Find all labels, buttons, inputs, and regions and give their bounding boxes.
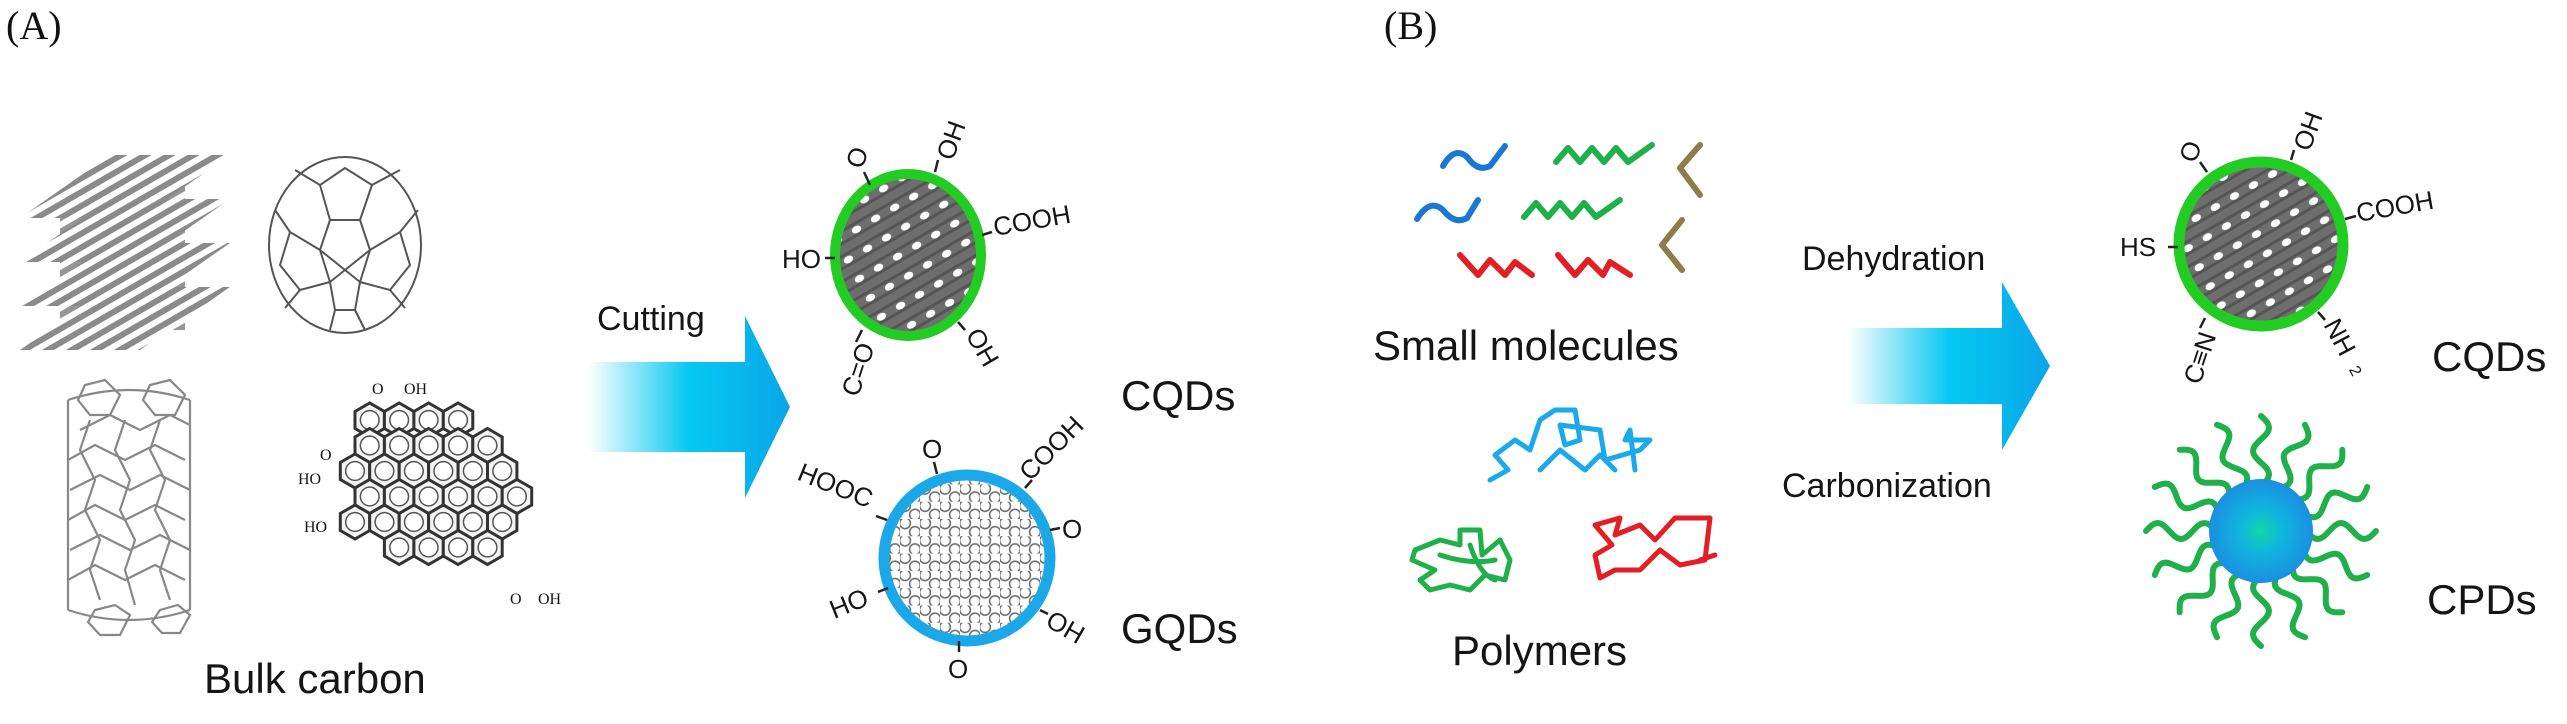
go-group-label: O (510, 591, 522, 608)
polymer-chain (2214, 421, 2251, 493)
polymer-chain (2275, 421, 2312, 493)
gqd-group-label: O (922, 434, 942, 464)
cqd-b-group-label: OH (2287, 107, 2329, 154)
gqd-particle: O COOH HOOC O HO OH O (794, 410, 1090, 684)
gqd-group-label: O (1062, 514, 1082, 544)
aromatic-ring (477, 537, 498, 558)
polymer-chain (2299, 545, 2371, 582)
cqd-a-group-label: COOH (991, 199, 1073, 242)
cqd-b-group-label: C≡N (2177, 328, 2222, 387)
cqd-a-group-label: C=O (835, 339, 880, 400)
fullerene-icon (268, 156, 422, 334)
cqds-label-b: CQDs (2432, 333, 2547, 380)
gqds-label: GQDs (1121, 605, 1238, 652)
aromatic-ring (418, 435, 439, 456)
panel-label-a: (A) (6, 3, 62, 48)
aromatic-ring (418, 486, 439, 507)
carbonization-label: Carbonization (1782, 467, 1992, 505)
polymer-chain (2210, 569, 2247, 641)
aromatic-ring (462, 511, 483, 533)
cpds-label: CPDs (2427, 576, 2537, 623)
go-group-label: HO (304, 519, 327, 536)
cqd-a-group-label: O (839, 143, 874, 172)
aromatic-ring (447, 409, 469, 431)
cqd-b-group-label: O (2173, 137, 2208, 166)
polymer-chain (2299, 484, 2371, 521)
small-molecules-label: Small molecules (1373, 322, 1679, 369)
aromatic-ring (389, 486, 410, 507)
aromatic-ring (418, 537, 439, 558)
aromatic-ring (403, 511, 424, 533)
polymer-chain (2249, 413, 2273, 489)
gqd-group-label: O (948, 654, 968, 684)
cutting-arrow (588, 316, 790, 498)
cqds-label-a: CQDs (1121, 372, 1236, 419)
aromatic-ring (506, 486, 528, 507)
aromatic-ring (433, 511, 454, 533)
aromatic-ring (403, 460, 424, 482)
go-group-label: OH (538, 591, 562, 608)
aromatic-ring (477, 435, 498, 456)
aromatic-ring (374, 511, 395, 533)
polymer-chain (2151, 480, 2223, 517)
aromatic-ring (433, 460, 454, 482)
cqd-b-group-label: 2 (2345, 363, 2364, 379)
aromatic-ring (492, 511, 513, 533)
polymer-chain (2303, 519, 2379, 543)
go-group-label: HO (298, 471, 321, 488)
carbon-nanotube-icon (66, 378, 192, 637)
aromatic-ring (462, 460, 483, 482)
cqd-a-group-label: OH (930, 117, 972, 164)
graphite-stack-icon (20, 155, 230, 350)
polymer-chain (2151, 541, 2223, 578)
go-group-label: OH (404, 381, 428, 398)
polymer-chain (2271, 569, 2308, 641)
aromatic-ring (374, 460, 395, 482)
aromatic-ring (492, 460, 513, 482)
aromatic-ring (447, 537, 469, 558)
dehydration-label: Dehydration (1802, 240, 1985, 278)
cqd-b-group-label: COOH (2354, 185, 2436, 228)
polymers-label: Polymers (1452, 627, 1627, 674)
cutting-label: Cutting (597, 300, 705, 338)
polymer-chain (2289, 446, 2346, 503)
cpd-particle (2143, 413, 2379, 649)
cqd-b-group-label: NH (2318, 313, 2362, 360)
cqd-a-group-label: OH (960, 323, 1005, 372)
aromatic-ring (447, 486, 469, 507)
polymer-chain (2176, 446, 2233, 503)
go-group-label: O (320, 447, 332, 464)
panel-label-b: (B) (1384, 3, 1438, 48)
aromatic-ring (389, 537, 410, 558)
cqd-particle-a: O OH COOH HO C=O OH (782, 117, 1073, 400)
polymer-chain (2143, 519, 2219, 543)
aromatic-ring (477, 486, 498, 507)
graphene-oxide-icon: O OH O HO HO O OH (298, 381, 562, 608)
cqd-b-group-label: HS (2120, 232, 2156, 262)
aromatic-ring (447, 435, 469, 456)
cqd-a-group-label: HO (782, 244, 821, 274)
go-group-label: O (372, 381, 384, 398)
aromatic-ring (389, 409, 410, 431)
small-molecules-icon (1414, 142, 1703, 278)
aromatic-ring (389, 435, 410, 456)
aromatic-ring (344, 460, 366, 482)
aromatic-ring (359, 435, 380, 456)
aromatic-ring (344, 511, 366, 533)
gqd-group-label: HOOC (794, 457, 878, 514)
polymer-chain (2289, 559, 2346, 616)
polymer-chain (2249, 573, 2273, 649)
dehydration-arrow (1848, 282, 2050, 450)
aromatic-ring (418, 409, 439, 431)
gqd-group-label: COOH (1013, 410, 1089, 486)
cqd-particle-b: O OH COOH HS C≡N NH 2 (2120, 107, 2436, 387)
aromatic-ring (359, 409, 380, 431)
gqd-group-label: HO (825, 582, 872, 624)
polymer-chain (2176, 559, 2233, 616)
gqd-group-label: OH (1041, 604, 1090, 649)
polymers-icon (1409, 407, 1718, 593)
aromatic-ring (359, 486, 380, 507)
bulk-carbon-label: Bulk carbon (204, 655, 426, 702)
